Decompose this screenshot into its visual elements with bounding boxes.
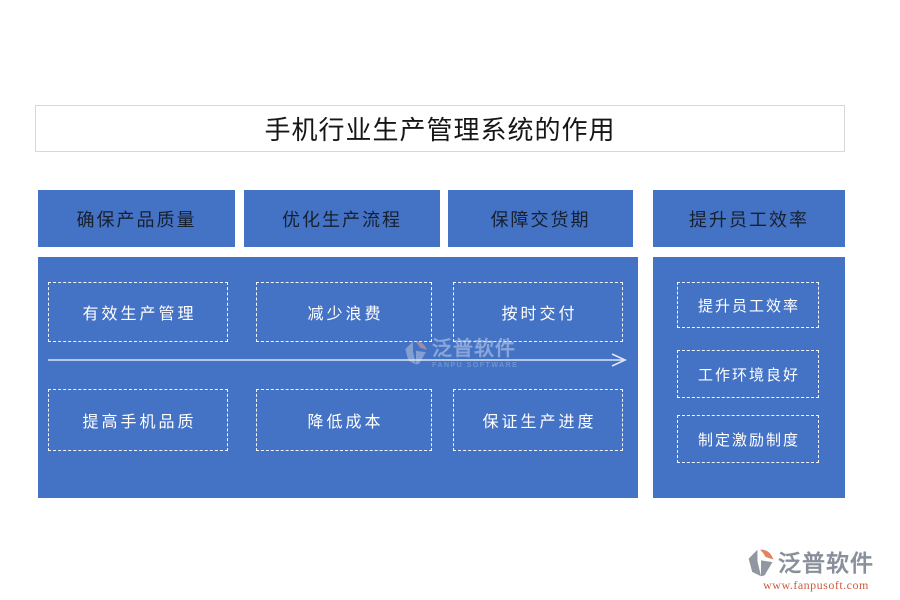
item-box-lower-cost: 降低成本 <box>256 389 432 451</box>
item-box-work-environment: 工作环境良好 <box>677 350 819 398</box>
item-box-reduce-waste: 减少浪费 <box>256 282 432 342</box>
item-label: 制定激励制度 <box>697 431 800 449</box>
staff-panel: 提升员工效率 工作环境良好 制定激励制度 <box>653 257 845 498</box>
item-box-staff-efficiency: 提升员工效率 <box>677 282 819 328</box>
item-label: 提升员工效率 <box>697 297 800 315</box>
item-box-ensure-schedule: 保证生产进度 <box>453 389 623 451</box>
column-header-label: 确保产品质量 <box>76 209 197 230</box>
item-label: 减少浪费 <box>307 306 384 323</box>
vendor-logo-row: 泛普软件 <box>746 548 886 578</box>
column-header-label: 优化生产流程 <box>282 209 402 230</box>
vendor-brand-name: 泛普软件 <box>778 550 874 576</box>
item-label: 工作环境良好 <box>697 366 800 384</box>
column-header-label: 保障交货期 <box>490 209 591 230</box>
item-label: 降低成本 <box>307 414 384 431</box>
vendor-logo-icon <box>748 549 774 577</box>
item-box-improve-phone-quality: 提高手机品质 <box>48 389 228 451</box>
item-box-incentive-system: 制定激励制度 <box>677 415 819 463</box>
item-label: 保证生产进度 <box>482 414 597 431</box>
item-box-effective-production: 有效生产管理 <box>48 282 228 342</box>
vendor-website-url: www.fanpusoft.com <box>763 578 869 592</box>
column-header-quality: 确保产品质量 <box>38 190 235 247</box>
column-header-process: 优化生产流程 <box>244 190 440 247</box>
vendor-logo: 泛普软件 www.fanpusoft.com <box>746 548 886 591</box>
item-box-on-time-delivery: 按时交付 <box>453 282 623 342</box>
flow-arrow <box>48 353 627 367</box>
item-label: 按时交付 <box>501 306 578 323</box>
item-label: 有效生产管理 <box>82 306 197 323</box>
column-header-staff: 提升员工效率 <box>653 190 845 247</box>
diagram-title-box: 手机行业生产管理系统的作用 <box>35 105 845 152</box>
item-label: 提高手机品质 <box>82 414 197 431</box>
column-header-delivery: 保障交货期 <box>448 190 633 247</box>
main-panel: 有效生产管理 减少浪费 按时交付 泛普软件 FANPU SOFTWARE 提高手… <box>38 257 638 498</box>
page-title: 手机行业生产管理系统的作用 <box>264 116 616 145</box>
column-header-label: 提升员工效率 <box>689 209 809 230</box>
